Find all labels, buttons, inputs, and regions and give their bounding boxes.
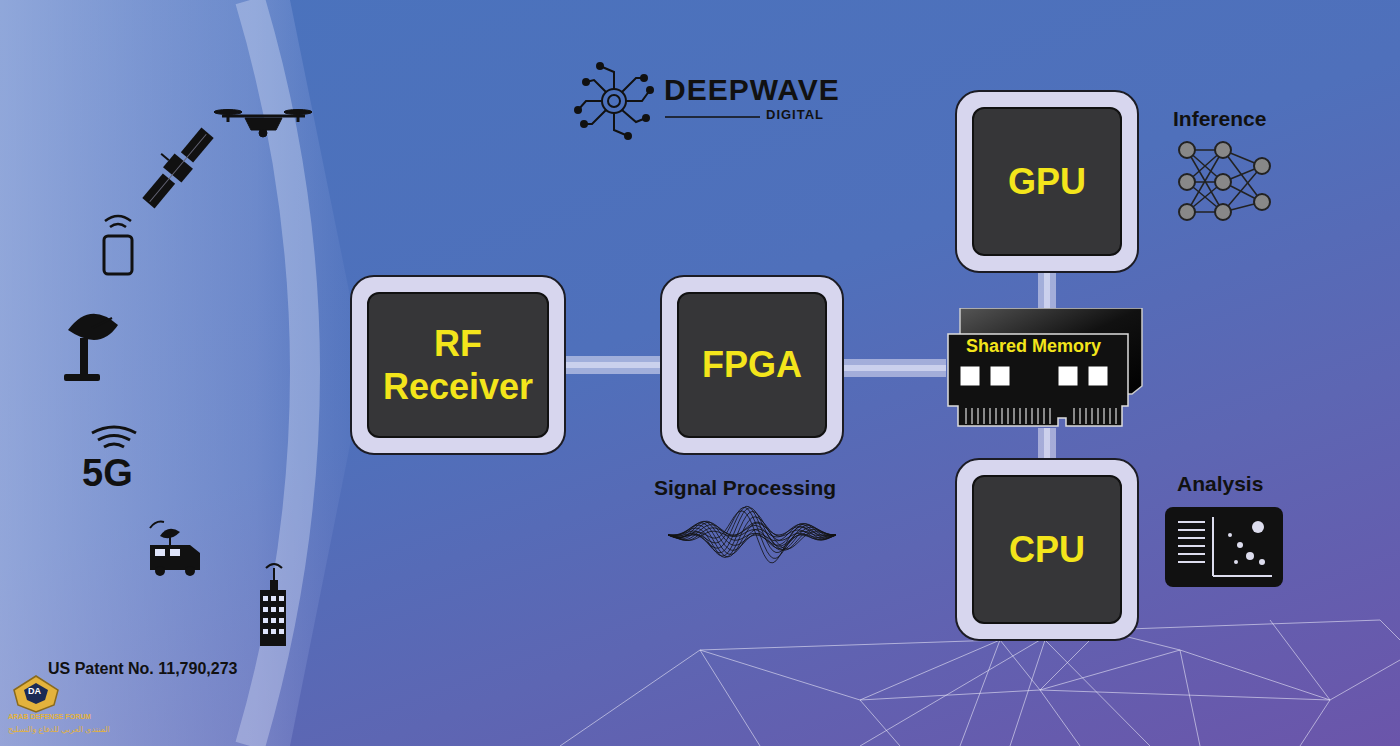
ram-pin [1001, 408, 1002, 424]
node-label: FPGA [702, 343, 802, 386]
5g-waves [92, 427, 136, 447]
data-bus [1047, 273, 1048, 308]
ram-pin [1037, 408, 1038, 424]
brand-name: DEEPWAVE [664, 73, 840, 107]
patent-note: US Patent No. 11,790,273 [48, 660, 237, 678]
satellite-icon [132, 119, 217, 211]
ram-pin [1031, 408, 1032, 424]
cpu-chip: CPU [955, 458, 1139, 641]
section-label: Analysis [1177, 472, 1263, 496]
ram-pin [965, 408, 966, 424]
watermark: ARAB DEFENSE FORUM [8, 713, 91, 720]
wave-stroke [668, 506, 836, 552]
fpga-chip: FPGA [660, 275, 844, 455]
ram-pin [989, 408, 990, 424]
ram-pin [1025, 408, 1026, 424]
dish-antenna-icon [64, 314, 118, 381]
chip-die: RF Receiver [367, 292, 549, 438]
watermark-shield [14, 676, 58, 712]
logo-rule [665, 116, 760, 118]
ram-stick-art [946, 308, 1144, 428]
chip-die: FPGA [677, 292, 827, 438]
node-label: GPU [1008, 160, 1086, 203]
ram-pin [995, 408, 996, 424]
chip-die: CPU [972, 475, 1122, 624]
shared-memory-module: Shared Memory [946, 308, 1144, 428]
data-bus [844, 368, 946, 369]
broadcast-van-icon [150, 522, 200, 576]
ram-pin [1115, 408, 1116, 424]
node-label: Shared Memory [966, 336, 1101, 357]
ram-pin [1091, 408, 1092, 424]
node-label: RF Receiver [375, 322, 541, 408]
ram-pin [1013, 408, 1014, 424]
chip-die: GPU [972, 107, 1122, 256]
wave-stroke [668, 523, 836, 555]
node-label: CPU [1009, 528, 1085, 571]
phone-icon [104, 216, 132, 274]
ram-pin [1043, 408, 1044, 424]
ram-pin [971, 408, 972, 424]
signal-waveform [668, 506, 836, 563]
network-label: 5G [82, 452, 133, 495]
ram-pin [1085, 408, 1086, 424]
ram-pin [1073, 408, 1074, 424]
signal-beam [0, 0, 365, 746]
ram-pin [1049, 408, 1050, 424]
drone-icon [214, 110, 312, 138]
ram-pin [1019, 408, 1020, 424]
ram-pin [1103, 408, 1104, 424]
analysis-chart-icon [1165, 507, 1283, 587]
logo-circuit [575, 63, 653, 139]
wave-stroke [668, 511, 836, 563]
section-label: Inference [1173, 107, 1266, 131]
building-tower-icon [260, 564, 286, 646]
ram-pin [1079, 408, 1080, 424]
neural-network-icon [1179, 142, 1270, 220]
ram-pin [977, 408, 978, 424]
gpu-chip: GPU [955, 90, 1139, 273]
section-label: Signal Processing [654, 476, 836, 500]
brand-sub: DIGITAL [766, 107, 824, 122]
data-bus [1047, 428, 1048, 458]
data-bus [566, 365, 660, 366]
ram-pin [1097, 408, 1098, 424]
watermark-mark: DA [28, 686, 41, 696]
rf-receiver-chip: RF Receiver [350, 275, 566, 455]
ram-pin [1007, 408, 1008, 424]
watermark: المنتدى العربي للدفاع والتسليح [8, 725, 110, 734]
ram-pin [1109, 408, 1110, 424]
ram-pin [983, 408, 984, 424]
